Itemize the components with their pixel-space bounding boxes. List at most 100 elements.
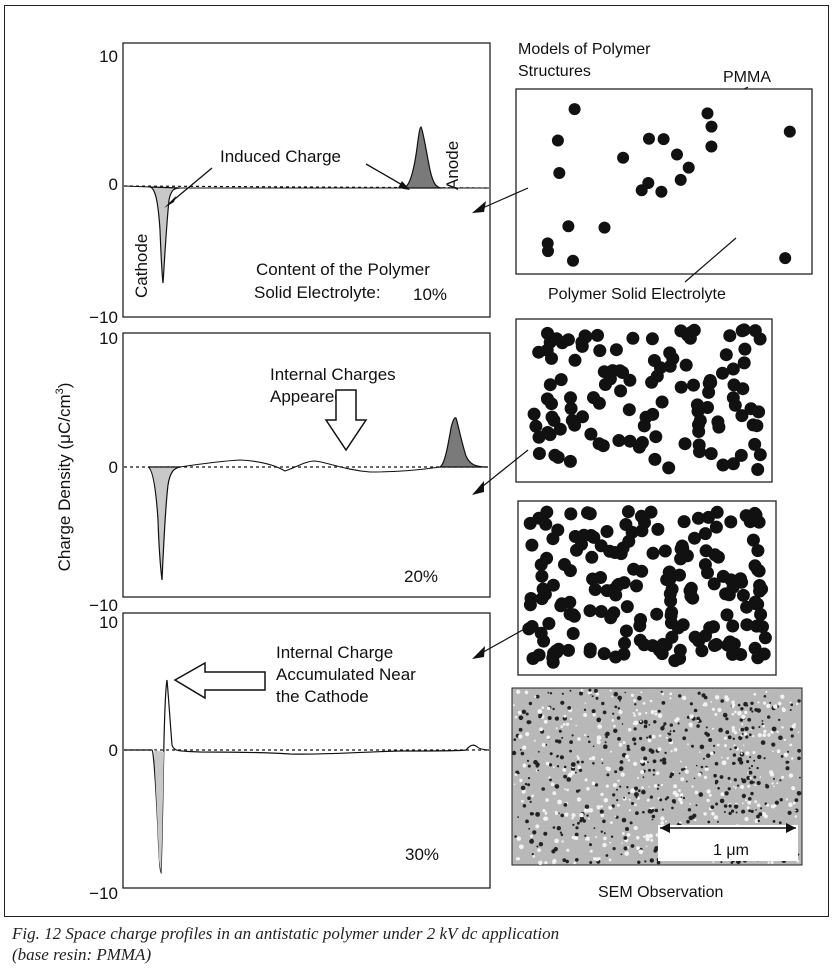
sem-speck — [569, 717, 573, 721]
sem-speck — [584, 778, 588, 782]
sem-speck — [525, 712, 529, 716]
sem-speck — [578, 768, 583, 772]
model-dot — [578, 329, 592, 343]
sem-speck — [653, 784, 658, 788]
sem-speck — [779, 798, 783, 802]
sem-speck — [711, 707, 716, 711]
sem-speck — [657, 713, 663, 718]
sem-speck — [705, 726, 708, 729]
sem-speck — [697, 772, 702, 777]
sem-speck — [660, 690, 663, 693]
sem-speck — [547, 764, 550, 766]
sem-speck — [688, 722, 693, 727]
sem-speck — [741, 778, 747, 784]
sem-speck — [624, 851, 630, 856]
sem-speck — [659, 798, 663, 802]
sem-speck — [751, 710, 754, 713]
model-dot — [702, 510, 715, 524]
sem-speck — [678, 797, 683, 802]
sem-speck — [588, 808, 594, 813]
panel-20-percent: 10 0 −10 Internal Charges Appeared 20% — [89, 329, 491, 615]
model-dot — [542, 617, 556, 630]
sem-speck — [514, 715, 518, 719]
sem-speck — [624, 691, 627, 694]
sem-speck — [573, 861, 576, 865]
sem-speck — [698, 792, 704, 797]
model-dot — [698, 527, 712, 541]
sem-speck — [694, 818, 697, 822]
sem-speck — [613, 724, 616, 728]
sem-speck — [654, 808, 659, 813]
model-dot — [703, 621, 717, 635]
models: Models of Polymer Structures PMMA Polyme… — [472, 41, 813, 901]
sem-speck — [778, 821, 782, 825]
sem-speck — [653, 720, 657, 724]
sem-speck — [766, 803, 770, 807]
sem-speck — [718, 727, 723, 733]
model-dot — [751, 463, 765, 476]
model-dot — [617, 576, 631, 590]
sem-speck — [591, 781, 596, 786]
sem-speck — [571, 817, 574, 820]
sem-speck — [656, 860, 661, 865]
sem-speck — [741, 793, 747, 799]
sem-speck — [770, 861, 774, 864]
sem-speck — [781, 726, 784, 729]
model-dot — [673, 568, 686, 582]
model-dot — [744, 402, 758, 416]
model-dot — [630, 579, 643, 593]
model-dot — [634, 613, 647, 626]
sem-speck — [741, 809, 746, 814]
sem-speck — [791, 786, 796, 791]
sem-speck — [635, 709, 639, 712]
sem-speck — [773, 777, 775, 780]
sem-speck — [524, 782, 528, 786]
sem-speck — [672, 771, 675, 773]
model-dot — [536, 582, 550, 596]
sem-speck — [734, 786, 737, 789]
sem-speck — [571, 835, 576, 840]
sem-speck — [665, 820, 667, 823]
sem-speck — [795, 702, 799, 706]
sem-speck — [737, 784, 740, 787]
sem-speck — [679, 800, 684, 805]
sem-speck — [575, 771, 577, 774]
model-dot — [654, 361, 667, 375]
sem-speck — [710, 701, 713, 703]
sem-speck — [696, 716, 701, 721]
sem-speck — [521, 789, 526, 794]
model-dot — [619, 624, 633, 638]
sem-speck — [636, 846, 640, 850]
sem-label: SEM Observation — [598, 884, 723, 901]
sem-speck — [785, 798, 789, 801]
sem-speck — [683, 767, 686, 771]
sem-speck — [672, 790, 677, 796]
sem-speck — [611, 695, 614, 698]
model-dot — [674, 380, 688, 394]
sem-speck — [576, 755, 579, 758]
model-dot — [623, 373, 637, 387]
panel-1-baseline — [123, 185, 490, 189]
sem-speck — [740, 784, 745, 790]
sem-speck — [589, 757, 592, 761]
sem-speck — [533, 739, 536, 742]
model-dot — [635, 564, 649, 578]
sem-speck — [600, 805, 603, 808]
sem-speck — [538, 713, 543, 718]
electrolyte-pointer — [684, 237, 737, 283]
model-dot — [552, 642, 566, 656]
sem-speck — [733, 710, 737, 714]
sem-speck — [739, 718, 744, 722]
sem-speck — [719, 798, 725, 804]
sem-speck — [537, 709, 543, 714]
model-dot — [682, 161, 695, 174]
internal-charges-line2: Appeared — [270, 387, 344, 406]
model-dot — [739, 509, 753, 523]
sem-speck — [660, 783, 664, 787]
sem-speck — [771, 782, 774, 785]
sem-speck — [740, 734, 743, 737]
sem-speck — [757, 819, 760, 823]
sem-speck — [712, 861, 715, 864]
sem-speck — [756, 780, 761, 786]
model-dot — [545, 351, 558, 365]
